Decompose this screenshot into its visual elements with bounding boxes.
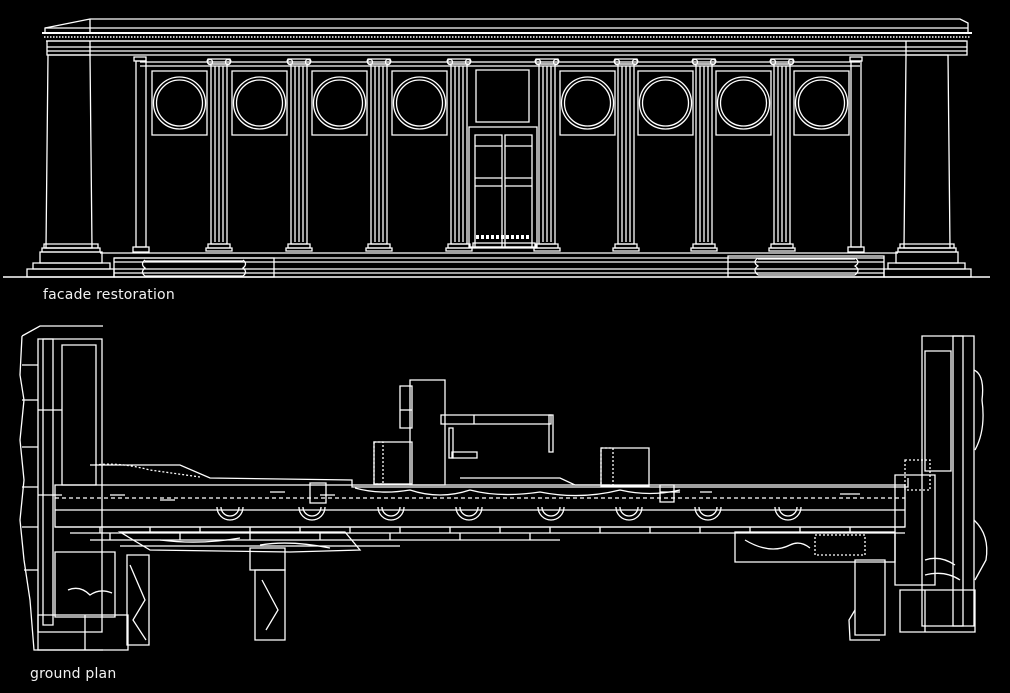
pilaster-right <box>848 57 864 252</box>
ground-plan <box>20 326 987 650</box>
ionic-columns <box>206 59 795 251</box>
corner-pier-right <box>884 55 971 277</box>
pilaster-left <box>133 57 149 252</box>
plan-left-wing <box>20 326 149 650</box>
plan-left-annex <box>250 548 285 640</box>
facade-elevation <box>3 19 990 277</box>
central-doorway <box>469 70 537 248</box>
semicircular-niches <box>217 507 801 520</box>
plan-right-wing <box>735 336 987 640</box>
corner-pier-left <box>27 55 114 277</box>
cornice <box>42 19 972 55</box>
podium-panel-right <box>728 256 884 277</box>
podium-panel-left <box>114 258 274 277</box>
caption-ground-plan: ground plan <box>30 666 117 682</box>
roundel-panels <box>152 71 849 135</box>
plan-central-annex <box>355 380 680 496</box>
caption-facade-restoration: facade restoration <box>43 287 175 303</box>
